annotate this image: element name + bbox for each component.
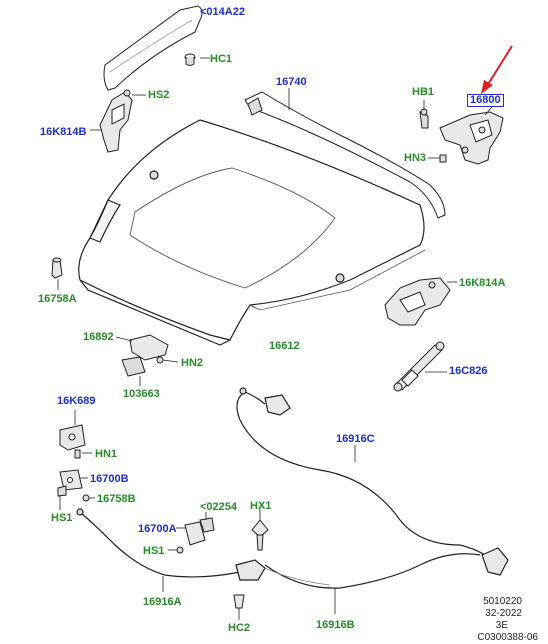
part-label-16c826: 16C826: [449, 365, 488, 377]
part-label-16800-highlighted: 16800: [467, 94, 504, 107]
cable-bracket-part: [168, 512, 215, 554]
latch-striker-part: [57, 469, 95, 510]
hood-hinge-right-part: [419, 100, 504, 165]
part-label-16758b: 16758B: [97, 493, 136, 505]
part-label-16916a: 16916A: [143, 596, 182, 608]
part-label-hc1: HC1: [210, 53, 233, 65]
clip-hc2-part: [233, 594, 245, 620]
gas-strut-part: [393, 341, 447, 392]
part-label-16k689: 16K689: [57, 395, 96, 407]
part-label-16892: 16892: [83, 331, 114, 343]
pointer-arrow: [481, 45, 513, 94]
part-label-16916c: 16916C: [336, 433, 375, 445]
release-cable-16916a-part: [76, 508, 266, 592]
hood-seal-part: [244, 88, 446, 219]
reference-line-1: 5010220: [483, 596, 522, 607]
part-label-103663: 103663: [123, 388, 160, 400]
part-label-014a22: <014A22: [200, 6, 245, 18]
hood-latch-bracket-part: [384, 277, 457, 326]
part-label-hb1: HB1: [412, 86, 435, 98]
part-label-hn2: HN2: [181, 357, 204, 369]
hood-insulator-part: [103, 5, 203, 91]
reference-line-4: C0300388-06: [477, 632, 538, 643]
latch-bracket-assembly-part: [115, 334, 179, 386]
part-label-16k814a: 16K814A: [459, 277, 506, 289]
hood-latch-part: [59, 410, 92, 459]
part-label-hs1-upper: HS1: [51, 512, 73, 524]
hood-hinge-left-part: [90, 89, 146, 153]
part-label-16k814b: 16K814B: [40, 126, 87, 138]
release-cable-16916b-part: [264, 553, 481, 614]
part-label-hn1: HN1: [95, 448, 118, 460]
reference-line-3: 3E: [495, 620, 508, 631]
part-label-16700a: 16700A: [138, 523, 177, 535]
hood-panel-part: [78, 119, 426, 346]
part-label-hc2: HC2: [228, 622, 251, 634]
part-label-hx1: HX1: [250, 500, 272, 512]
part-label-02254: <02254: [200, 501, 238, 513]
part-label-16612: 16612: [269, 340, 300, 352]
part-label-16740: 16740: [276, 76, 307, 88]
part-label-16758a: 16758A: [38, 293, 77, 305]
part-label-hs2: HS2: [148, 89, 170, 101]
part-label-16916b: 16916B: [316, 619, 355, 631]
grommet-hx1-part: [251, 508, 269, 551]
part-label-16700b: 16700B: [90, 473, 129, 485]
hood-bumper-part: [51, 257, 63, 290]
part-label-hs1-lower: HS1: [143, 545, 165, 557]
reference-line-2: 32-2022: [485, 608, 522, 619]
hood-clip-hc1-part: [184, 53, 210, 66]
release-cable-16916c-part: [236, 387, 509, 576]
part-label-hn3: HN3: [404, 152, 427, 164]
